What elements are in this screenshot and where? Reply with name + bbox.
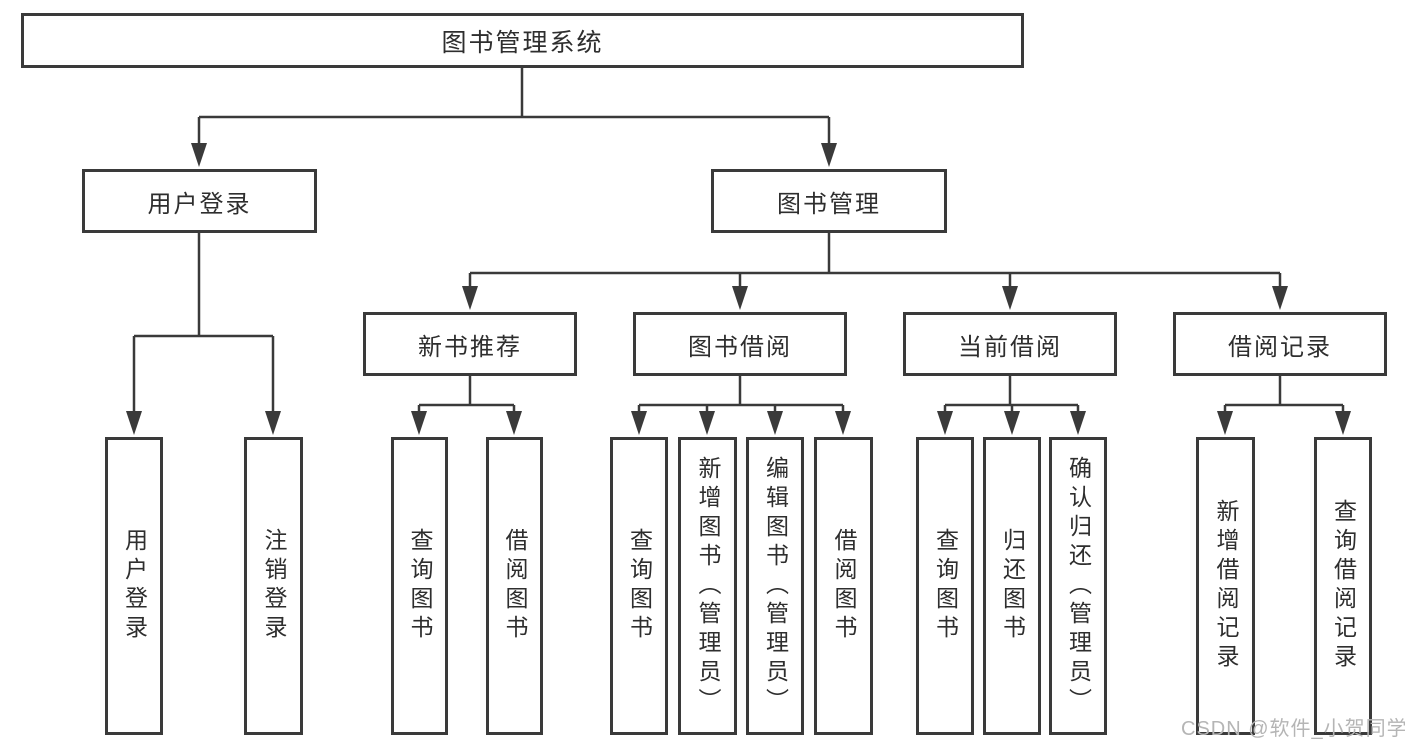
node-user-login-label: 用户登录 — [147, 190, 252, 218]
node-book-management-label: 图书管理 — [777, 190, 881, 218]
node-new-book-recommendation: 新书推荐 — [363, 312, 577, 376]
node-confirm-return-admin-label: 确认归还（管理员） — [1065, 455, 1092, 717]
node-return-books-label: 归还图书 — [999, 528, 1026, 644]
node-book-borrowing: 图书借阅 — [633, 312, 847, 376]
node-book-management-system: 图书管理系统 — [21, 13, 1024, 68]
node-user-login-action: 用户登录 — [105, 437, 163, 735]
node-add-borrow-record: 新增借阅记录 — [1196, 437, 1255, 735]
node-query-books-recommend: 查询图书 — [391, 437, 448, 735]
node-edit-books-admin-label: 编辑图书（管理员） — [762, 455, 789, 717]
node-add-books-admin-label: 新增图书（管理员） — [695, 455, 721, 717]
node-query-books-current-label: 查询图书 — [932, 528, 959, 644]
node-query-borrow-record-label: 查询借阅记录 — [1330, 499, 1357, 673]
node-query-books-recommend-label: 查询图书 — [407, 528, 433, 644]
node-add-books-admin: 新增图书（管理员） — [678, 437, 737, 735]
node-book-borrowing-label: 图书借阅 — [688, 333, 792, 361]
node-book-management-system-label: 图书管理系统 — [441, 28, 604, 57]
node-add-borrow-record-label: 新增借阅记录 — [1213, 499, 1239, 673]
node-borrowing-records: 借阅记录 — [1173, 312, 1387, 376]
node-borrow-books-recommend-label: 借阅图书 — [502, 528, 528, 644]
node-new-book-recommendation-label: 新书推荐 — [418, 333, 522, 361]
node-borrow-books-borrowing-label: 借阅图书 — [831, 528, 857, 644]
node-logout: 注销登录 — [244, 437, 303, 735]
node-query-books-current: 查询图书 — [916, 437, 974, 735]
node-user-login-action-label: 用户登录 — [121, 528, 148, 644]
node-logout-label: 注销登录 — [261, 528, 287, 644]
node-query-books-borrowing: 查询图书 — [610, 437, 668, 735]
node-borrow-books-borrowing: 借阅图书 — [814, 437, 873, 735]
node-return-books: 归还图书 — [983, 437, 1041, 735]
node-query-borrow-record: 查询借阅记录 — [1314, 437, 1372, 735]
node-edit-books-admin: 编辑图书（管理员） — [746, 437, 804, 735]
node-borrowing-records-label: 借阅记录 — [1228, 333, 1332, 361]
node-borrow-books-recommend: 借阅图书 — [486, 437, 543, 735]
node-book-management: 图书管理 — [711, 169, 947, 233]
node-current-borrowing-label: 当前借阅 — [958, 333, 1062, 361]
node-query-books-borrowing-label: 查询图书 — [626, 528, 653, 644]
node-user-login: 用户登录 — [82, 169, 317, 233]
node-confirm-return-admin: 确认归还（管理员） — [1049, 437, 1107, 735]
node-current-borrowing: 当前借阅 — [903, 312, 1117, 376]
watermark: CSDN @软件_小贺同学 — [1181, 718, 1405, 740]
